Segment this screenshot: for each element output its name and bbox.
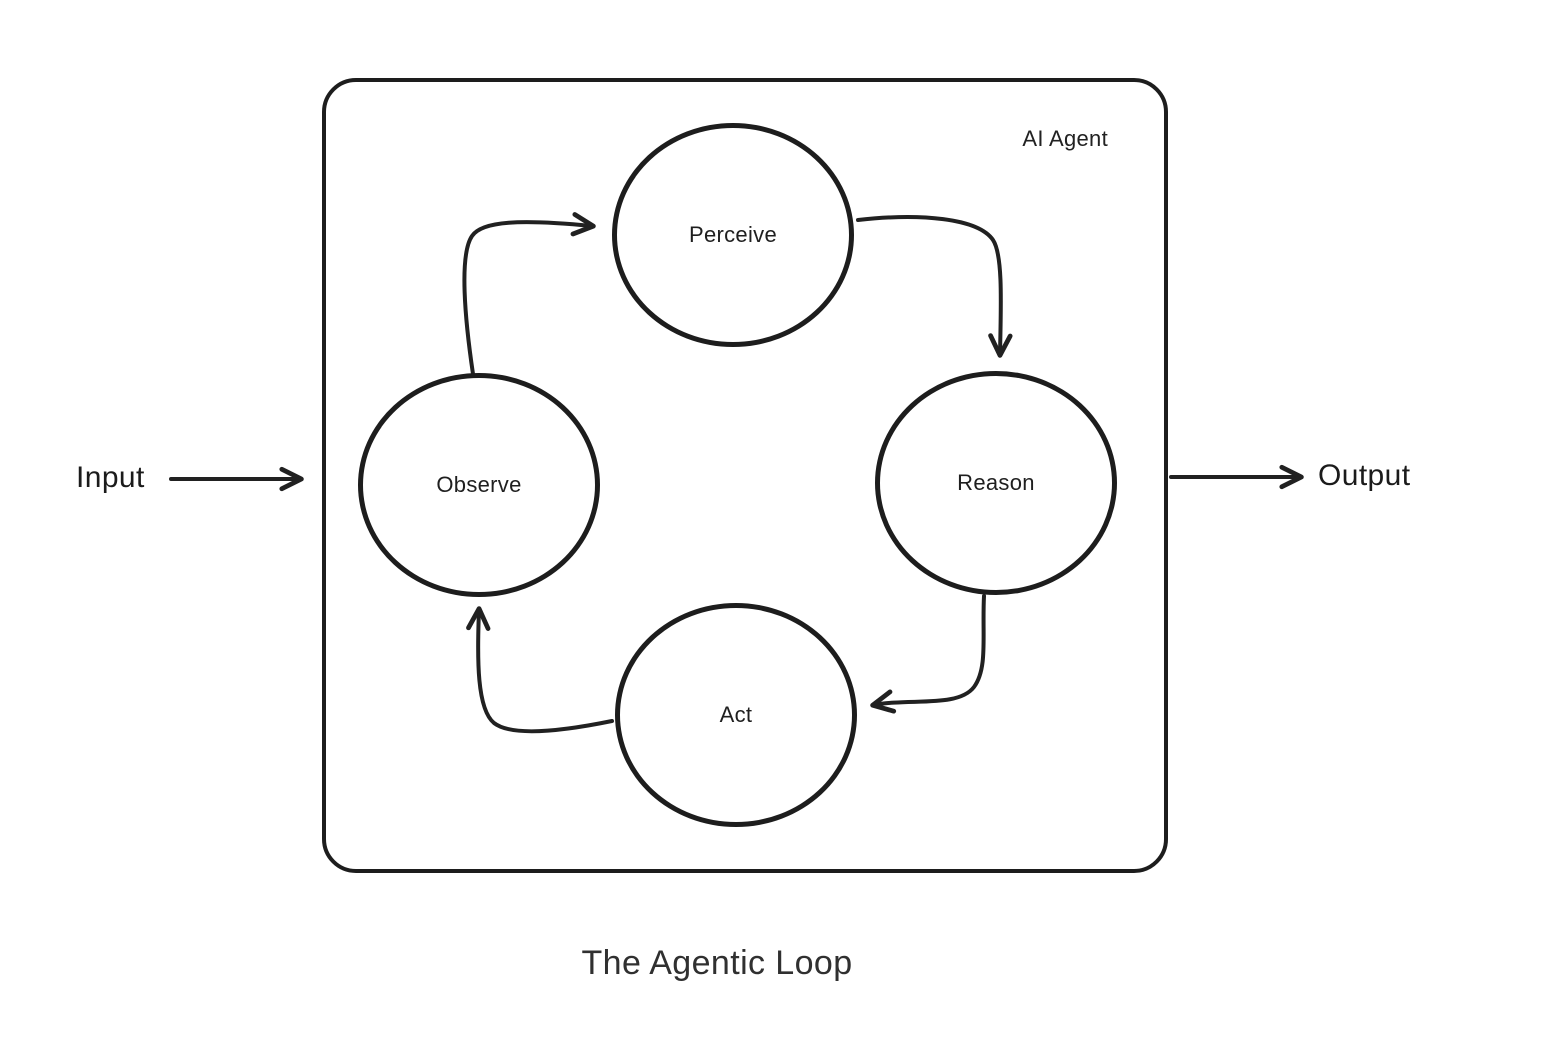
diagram-title: The Agentic Loop [581, 944, 853, 982]
ai-agent-label: AI Agent [1022, 126, 1108, 151]
node-act-label: Act [719, 702, 753, 727]
node-observe-label: Observe [436, 472, 522, 497]
node-observe: Observe [358, 373, 600, 597]
node-reason: Reason [875, 371, 1117, 595]
node-reason-label: Reason [957, 470, 1035, 495]
node-perceive: Perceive [612, 123, 854, 347]
node-perceive-label: Perceive [689, 222, 777, 247]
ai-agent-container: AI Agent [322, 78, 1168, 873]
input-label: Input [76, 461, 145, 494]
node-act: Act [615, 603, 857, 827]
output-label: Output [1318, 459, 1411, 492]
